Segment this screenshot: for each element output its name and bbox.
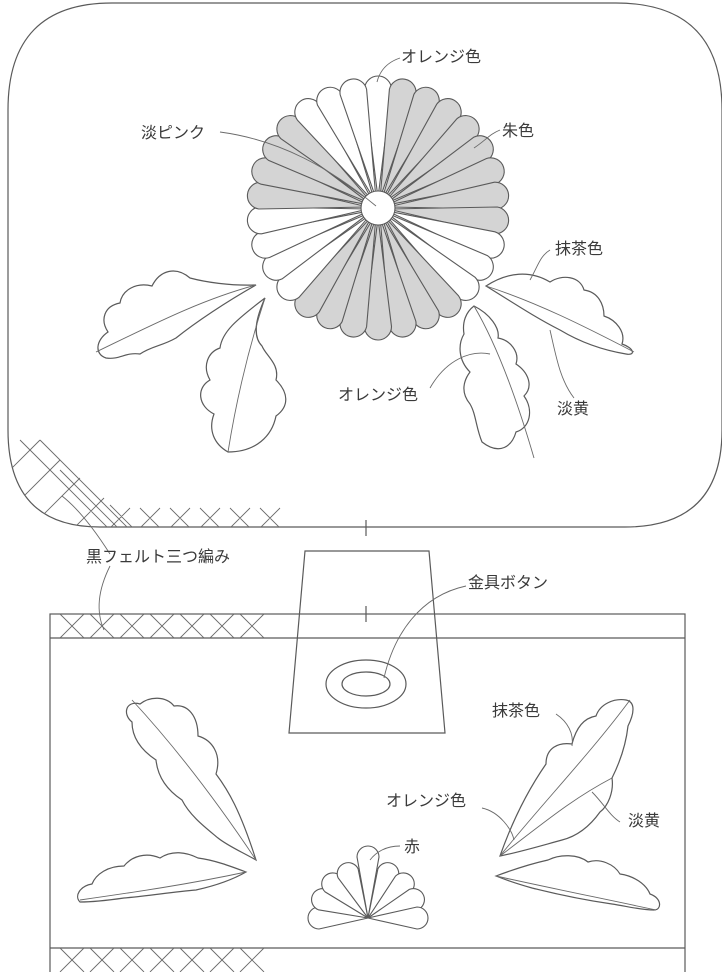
leaf-lower-left-bottom (77, 852, 248, 903)
pocket-braid-bottom (59, 947, 265, 972)
flap-outline (7, 2, 722, 528)
leaf-lower-right-bottom (494, 855, 661, 911)
label-pale-yellow-top: 淡黄 (557, 399, 589, 418)
leaf-lower-right-top-vein (499, 699, 631, 857)
label-orange-top: オレンジ色 (401, 47, 481, 66)
flap-braid (8, 439, 293, 527)
pocket-outline (49, 613, 686, 972)
label-matcha-bottom: 抹茶色 (492, 701, 540, 720)
label-matcha-top: 抹茶色 (555, 239, 603, 258)
leaf-upper-right-back-vein (485, 285, 635, 353)
small-petal (367, 906, 429, 930)
metal-button-outer (325, 659, 407, 709)
metal-button-inner (341, 671, 391, 697)
label-vermilion: 朱色 (502, 121, 534, 140)
leaf-lower-left-bottom-vein (79, 871, 247, 901)
button-tab (288, 550, 446, 734)
petal (339, 78, 377, 199)
label-metal-button: 金具ボタン (468, 573, 548, 592)
leaf-lower-right-top-vein2 (499, 777, 613, 857)
leaf-lower-left-top (125, 697, 258, 862)
label-pale-pink: 淡ピンク (141, 123, 205, 142)
small-petal (336, 862, 369, 919)
leaf-upper-left (97, 270, 257, 359)
leaf-lower-right-bottom-vein (495, 875, 657, 911)
leaf-upper-left-vein (95, 284, 257, 353)
leaf-upper-middle-vein (227, 297, 266, 453)
label-red: 赤 (404, 837, 420, 856)
leaf-lower-left-top-vein (131, 699, 257, 861)
leaf-upper-right-back (484, 273, 633, 355)
pocket-braid-top (59, 613, 265, 639)
label-orange-mid: オレンジ色 (338, 385, 418, 404)
label-black-felt: 黒フェルト三つ編み (86, 547, 230, 566)
small-fan-flower (307, 845, 429, 930)
leaf-upper-right-front (459, 305, 531, 450)
small-petal (356, 845, 380, 919)
label-orange-bottom: オレンジ色 (386, 791, 466, 810)
flower-center (360, 190, 396, 226)
leaf-upper-right-front-vein (473, 305, 535, 459)
leader-lines (61, 57, 621, 861)
label-pale-yellow-bottom: 淡黄 (628, 811, 660, 830)
chrysanthemum-large (246, 75, 510, 341)
